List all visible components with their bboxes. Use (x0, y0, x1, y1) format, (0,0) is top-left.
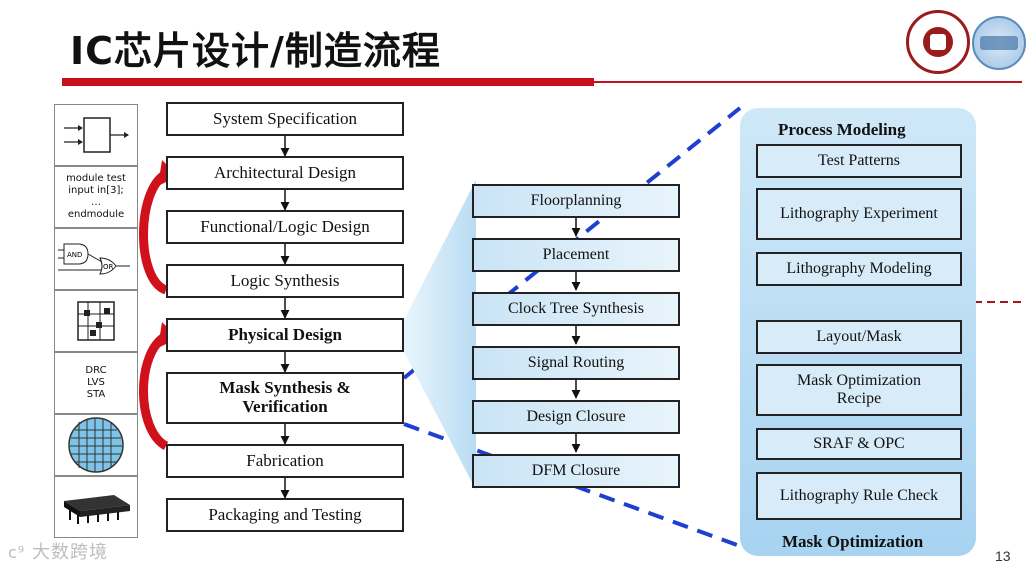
pm-lithography-experiment[interactable]: Lithography Experiment (756, 188, 962, 240)
flow-fabrication[interactable]: Fabrication (166, 444, 404, 478)
flow-architectural-design[interactable]: Architectural Design (166, 156, 404, 190)
lab-logo (972, 16, 1026, 70)
mo-sraf-opc[interactable]: SRAF & OPC (756, 428, 962, 460)
mo-lithography-rule-check[interactable]: Lithography Rule Check (756, 472, 962, 520)
mo-layout-mask[interactable]: Layout/Mask (756, 320, 962, 354)
watermark-text: 大数跨境 (31, 542, 108, 563)
flow-packaging-testing[interactable]: Packaging and Testing (166, 498, 404, 532)
pm-test-patterns[interactable]: Test Patterns (756, 144, 962, 178)
or-gate-label: OR (103, 263, 114, 271)
block-diagram-icon (54, 104, 138, 166)
pd-placement[interactable]: Placement (472, 238, 680, 272)
title-underline (62, 78, 594, 86)
flow-logic-synthesis[interactable]: Logic Synthesis (166, 264, 404, 298)
flow-system-specification[interactable]: System Specification (166, 102, 404, 136)
pm-lithography-modeling[interactable]: Lithography Modeling (756, 252, 962, 286)
page-number: 13 (995, 548, 1011, 564)
flow-physical-design[interactable]: Physical Design (166, 318, 404, 352)
mask-optimization-header: Mask Optimization (782, 532, 924, 551)
title-underline-thin (594, 81, 1022, 83)
pd-dfm-closure[interactable]: DFM Closure (472, 454, 680, 488)
chip-package-icon (54, 476, 138, 538)
peking-university-logo (906, 10, 970, 74)
logic-gates-icon: AND OR (54, 228, 138, 290)
page-title: IC芯片设计/制造流程 (70, 29, 441, 73)
verification-icon: DRC LVS STA (54, 352, 138, 414)
pd-design-closure[interactable]: Design Closure (472, 400, 680, 434)
verilog-code-icon: module test input in[3]; … endmodule (54, 166, 138, 228)
pd-floorplanning[interactable]: Floorplanning (472, 184, 680, 218)
and-gate-label: AND (67, 251, 82, 259)
flow-mask-synthesis-verification[interactable]: Mask Synthesis & Verification (166, 372, 404, 424)
watermark: ϲ⁹ 大数跨境 (8, 542, 108, 563)
layout-icon (54, 290, 138, 352)
mo-mask-optimization-recipe[interactable]: Mask Optimization Recipe (756, 364, 962, 416)
process-modeling-header: Process Modeling (778, 120, 906, 139)
flow-functional-logic-design[interactable]: Functional/Logic Design (166, 210, 404, 244)
wafer-icon (54, 414, 138, 476)
pd-signal-routing[interactable]: Signal Routing (472, 346, 680, 380)
physical-design-zoom-fan (404, 180, 476, 490)
pd-clock-tree-synthesis[interactable]: Clock Tree Synthesis (472, 292, 680, 326)
